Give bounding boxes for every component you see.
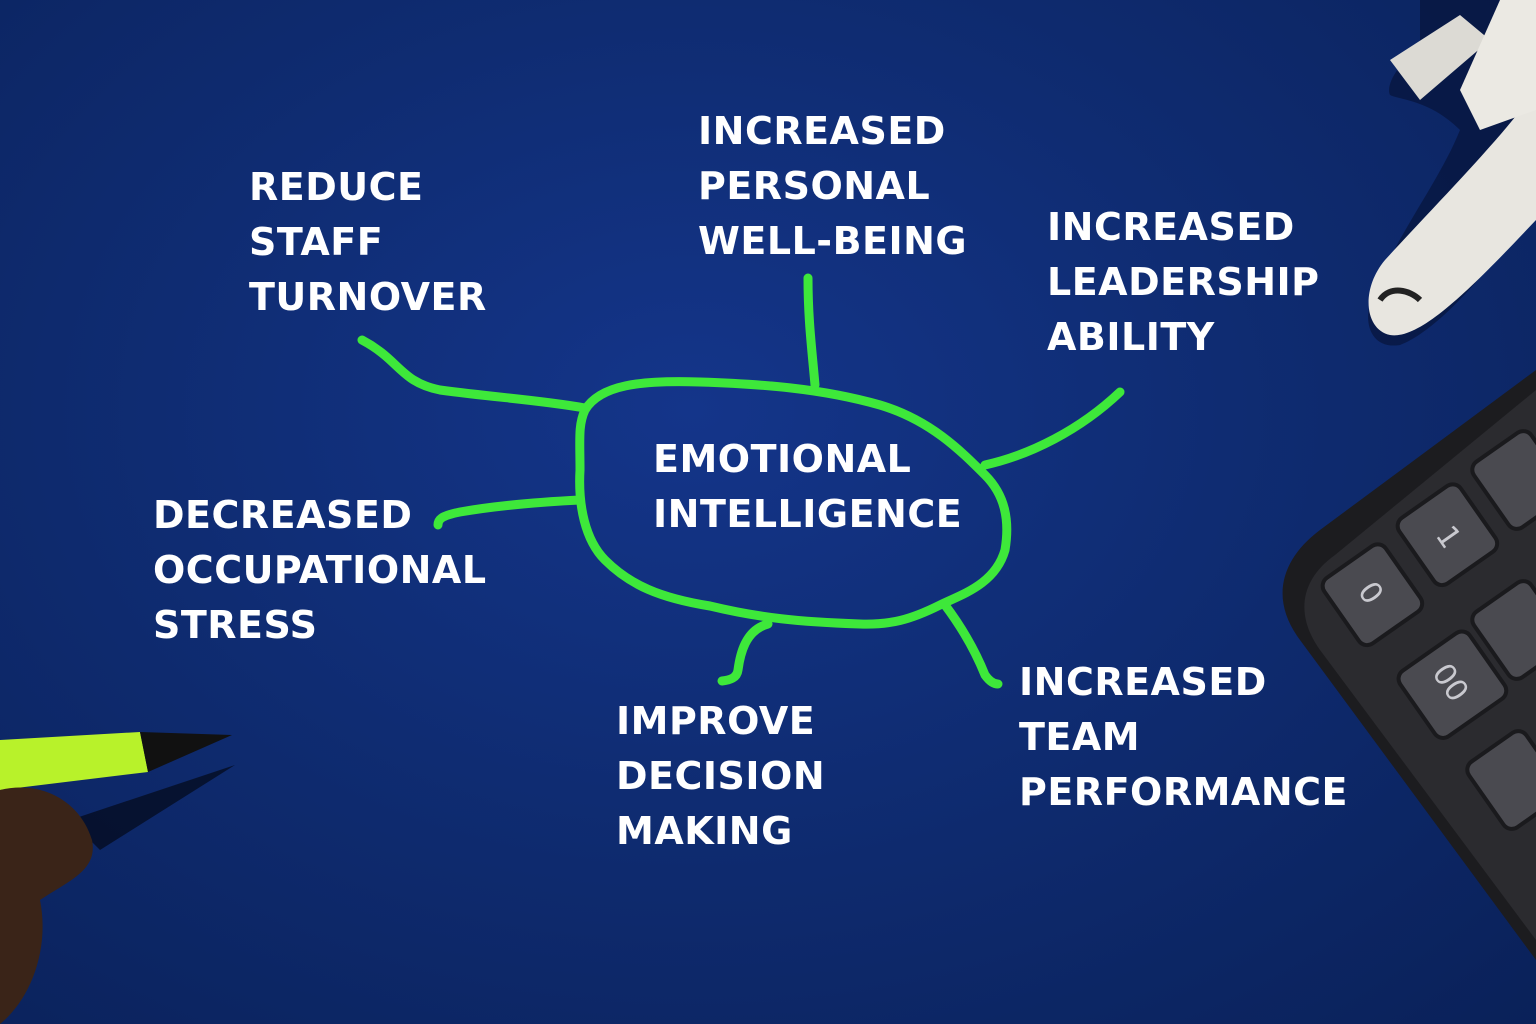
branch-line: REDUCE: [249, 165, 424, 209]
connector-leadership: [980, 387, 1125, 470]
branch-line: LEADERSHIP: [1047, 260, 1320, 304]
branch-line: INCREASED: [698, 109, 946, 153]
connector-decision-making: [717, 619, 773, 686]
branch-line: DECISION: [616, 754, 826, 798]
connector-occupational-stress: [433, 495, 585, 530]
branch-line: MAKING: [616, 809, 793, 853]
connector-well-being: [803, 273, 820, 390]
pen: [0, 732, 235, 850]
branch-line: IMPROVE: [616, 699, 816, 743]
branch-increased-team-performance: INCREASED TEAM PERFORMANCE: [1019, 655, 1348, 820]
branch-line: STAFF: [249, 220, 384, 264]
toy-airplane: [1368, 0, 1536, 346]
branch-increased-leadership-ability: INCREASED LEADERSHIP ABILITY: [1047, 200, 1320, 365]
center-ellipse: [575, 377, 1012, 629]
branch-line: ABILITY: [1047, 315, 1215, 359]
branch-line: STRESS: [153, 603, 318, 647]
branch-line: INCREASED: [1019, 660, 1267, 704]
branch-decreased-occupational-stress: DECREASED OCCUPATIONAL STRESS: [153, 488, 487, 653]
branch-line: PERFORMANCE: [1019, 770, 1348, 814]
calculator: 0 1 00: [1282, 370, 1536, 960]
branch-line: TURNOVER: [249, 275, 487, 319]
branch-line: TEAM: [1019, 715, 1141, 759]
branch-reduce-staff-turnover: REDUCE STAFF TURNOVER: [249, 160, 487, 325]
branch-line: OCCUPATIONAL: [153, 548, 487, 592]
center-line: INTELLIGENCE: [653, 492, 963, 536]
branch-line: WELL-BEING: [698, 219, 968, 263]
branch-increased-personal-well-being: INCREASED PERSONAL WELL-BEING: [698, 104, 967, 269]
connector-team-performance: [940, 600, 1003, 689]
branch-line: PERSONAL: [698, 164, 931, 208]
branch-line: DECREASED: [153, 493, 413, 537]
hand: [0, 787, 93, 1024]
center-line: EMOTIONAL: [653, 437, 912, 481]
branch-line: INCREASED: [1047, 205, 1295, 249]
connector-reduce-staff-turnover: [357, 335, 590, 413]
branch-improve-decision-making: IMPROVE DECISION MAKING: [616, 694, 825, 859]
center-label: EMOTIONAL INTELLIGENCE: [653, 432, 962, 542]
